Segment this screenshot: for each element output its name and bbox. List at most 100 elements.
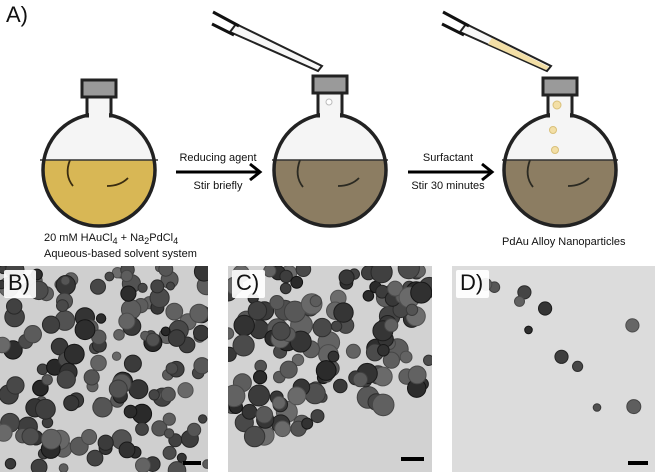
nanoparticle (145, 332, 161, 347)
nanoparticle (90, 278, 106, 295)
flask-start (40, 78, 158, 228)
arrow1-top-label: Reducing agent (179, 152, 257, 164)
nanoparticle (135, 457, 151, 472)
tem-image-b: B) (0, 266, 208, 472)
arrow2-top-label: Surfactant (422, 152, 474, 164)
nanoparticle (74, 319, 96, 341)
nanoparticle (524, 325, 533, 335)
nanoparticle (158, 266, 174, 277)
arrow-1 (176, 162, 263, 182)
panel-c-label: C) (232, 270, 266, 298)
nanoparticle (120, 285, 137, 302)
nanoparticle (248, 384, 270, 407)
nanoparticle (387, 280, 404, 297)
nanoparticle (287, 386, 307, 406)
nanoparticle (148, 389, 160, 401)
nanoparticle (104, 271, 115, 282)
nanoparticle (81, 429, 98, 445)
nanoparticle (118, 312, 136, 330)
nanoparticle (228, 327, 235, 340)
nanoparticle (232, 334, 255, 357)
nanoparticle (6, 376, 25, 395)
nanoparticle (330, 320, 343, 332)
nanoparticle (63, 343, 85, 365)
nanoparticle (247, 301, 268, 321)
nanoparticle (162, 412, 176, 426)
nanoparticle (150, 279, 165, 294)
arrow1-bottom-label: Stir briefly (193, 180, 243, 192)
nanoparticle (301, 417, 314, 430)
nanoparticle (56, 299, 69, 312)
nanoparticle (405, 303, 419, 316)
nanoparticle (371, 393, 395, 417)
nanoparticle (345, 343, 361, 359)
nanoparticle (625, 318, 640, 333)
nanoparticle (123, 354, 142, 373)
panel-b-label: B) (4, 270, 36, 298)
nanoparticle (310, 409, 325, 424)
scale-bar-b (183, 461, 201, 465)
scale-bar-d (628, 461, 648, 465)
nanoparticle (279, 282, 292, 295)
nanoparticle (517, 285, 532, 300)
nanoparticle (592, 403, 602, 412)
nanoparticle (63, 394, 80, 412)
nanoparticle (189, 303, 208, 324)
flask-reduced (272, 74, 388, 228)
tem-background (452, 266, 655, 472)
nanoparticle (198, 414, 208, 424)
panel-d-label: D) (456, 270, 490, 298)
nanoparticle (165, 302, 184, 321)
tem-micrograph-d (452, 266, 655, 472)
nanoparticle (193, 324, 208, 342)
nanoparticle (269, 295, 285, 310)
nanoparticle (151, 420, 168, 437)
nanoparticle (423, 354, 432, 366)
nanoparticle (338, 269, 355, 286)
nanoparticle (554, 349, 569, 364)
nanoparticle (95, 313, 107, 324)
nanoparticle (165, 362, 179, 375)
nanoparticle (315, 360, 337, 381)
nanoparticle (241, 403, 258, 420)
tem-image-d: D) (452, 266, 655, 472)
nanoparticle (187, 422, 202, 437)
nanoparticle (30, 458, 48, 472)
nanoparticle (382, 351, 400, 369)
nanoparticle (60, 275, 71, 286)
nanoparticle (193, 357, 208, 375)
nanoparticle (166, 281, 175, 291)
flask-product (502, 76, 618, 228)
nanoparticle (309, 294, 322, 308)
nanoparticle (108, 379, 128, 399)
arrow2-bottom-label: Stir 30 minutes (411, 180, 485, 192)
nanoparticle (243, 425, 266, 448)
nanoparticle (4, 458, 17, 470)
nanoparticle (41, 374, 53, 386)
nanoparticle (252, 370, 268, 385)
nanoparticle (193, 266, 208, 282)
nanoparticle (90, 354, 107, 372)
nanoparticle (177, 382, 194, 399)
nanoparticle (370, 266, 393, 284)
nanoparticle (228, 384, 246, 408)
nanoparticle (128, 379, 149, 400)
tem-micrograph-b (0, 266, 208, 472)
nanoparticle (137, 282, 148, 293)
nanoparticle (291, 353, 305, 367)
nanoparticle (160, 326, 171, 337)
nanoparticle (333, 302, 354, 323)
pipette-2 (441, 10, 553, 73)
nanoparticle (352, 371, 369, 388)
nanoparticle (97, 434, 114, 451)
arrow-2 (408, 162, 495, 182)
nanoparticle (0, 336, 11, 354)
pipette-1 (211, 10, 324, 73)
nanoparticle (113, 329, 125, 341)
nanoparticle (384, 318, 399, 333)
nanoparticle (263, 266, 277, 278)
start-solution-caption: 20 mM HAuCl4 + Na2PdCl4 (44, 232, 179, 247)
panel-a-label: A) (6, 2, 28, 27)
nanoparticle (0, 423, 13, 442)
solvent-caption: Aqueous-based solvent system (44, 248, 197, 260)
